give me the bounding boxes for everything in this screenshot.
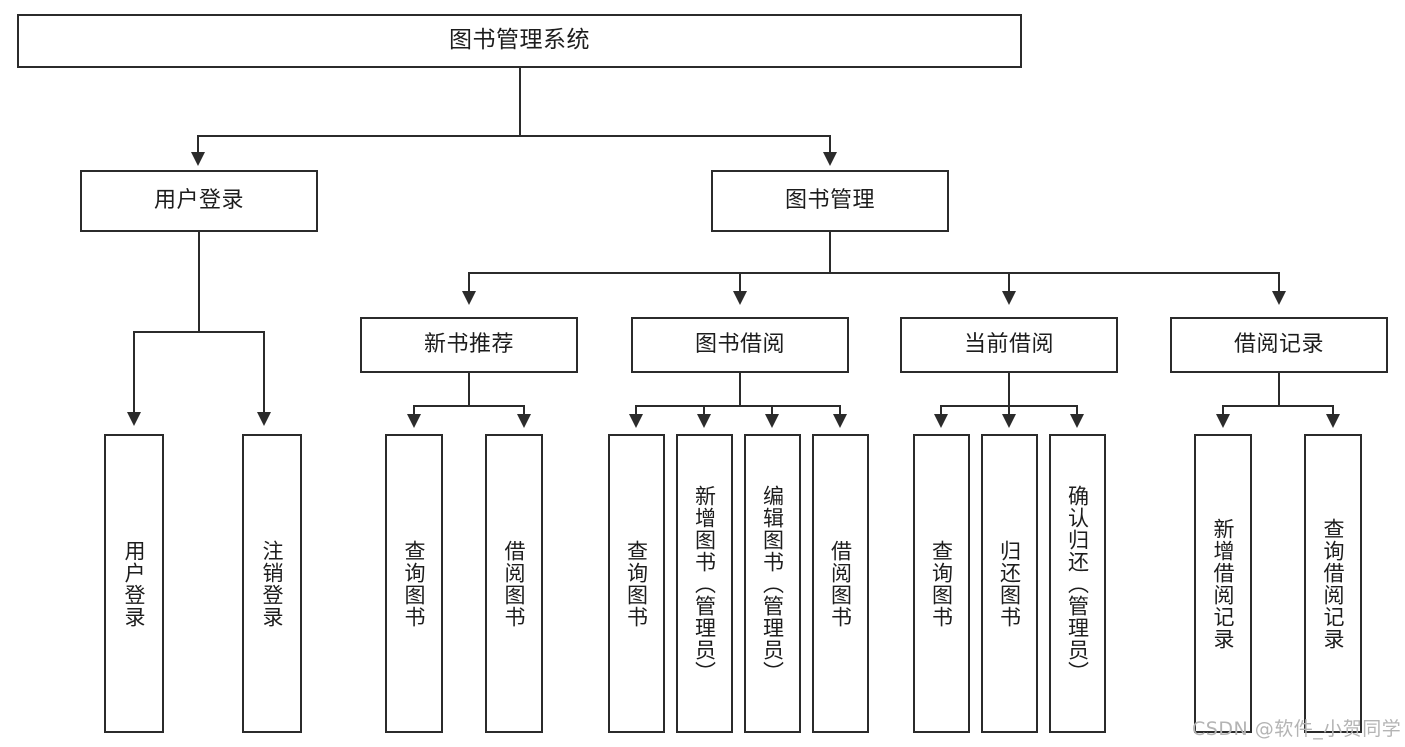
connector-user-login-bus bbox=[133, 331, 265, 333]
connector-br-stem bbox=[1278, 373, 1280, 406]
connector-l3-drop-1 bbox=[468, 272, 470, 294]
node-label: 当前借阅 bbox=[963, 332, 1054, 358]
connector-bb-drop-2 bbox=[703, 405, 705, 417]
leaf-cb-confirm-return-admin[interactable]: 确认归还（管理员） bbox=[1049, 434, 1106, 733]
node-label: 图书管理系统 bbox=[449, 27, 590, 54]
connector-bb-drop-1 bbox=[635, 405, 637, 417]
node-label: 借阅记录 bbox=[1233, 332, 1324, 358]
node-label: 图书管理 bbox=[784, 188, 875, 214]
arrow-to-leaf-user-login bbox=[127, 412, 141, 426]
connector-root-drop-left bbox=[197, 135, 199, 155]
connector-nbr-bus bbox=[413, 405, 525, 407]
arrow-to-bb-leaf-2 bbox=[697, 414, 711, 428]
connector-br-drop-2 bbox=[1332, 405, 1334, 417]
arrow-to-cb-leaf-2 bbox=[1002, 414, 1016, 428]
connector-bb-drop-3 bbox=[771, 405, 773, 417]
connector-l3-drop-2 bbox=[739, 272, 741, 294]
leaf-bb-query-book[interactable]: 查询图书 bbox=[608, 434, 665, 733]
node-label: 查询图书 bbox=[402, 539, 427, 628]
arrow-to-cb-leaf-1 bbox=[934, 414, 948, 428]
connector-l3-drop-4 bbox=[1278, 272, 1280, 294]
leaf-br-query-record[interactable]: 查询借阅记录 bbox=[1304, 434, 1362, 733]
connector-br-drop-1 bbox=[1222, 405, 1224, 417]
connector-bb-bus bbox=[635, 405, 841, 407]
connector-nbr-drop-1 bbox=[413, 405, 415, 417]
node-label: 借阅图书 bbox=[502, 539, 527, 628]
connector-cb-stem bbox=[1008, 373, 1010, 406]
connector-user-login-drop-1 bbox=[133, 331, 135, 415]
arrow-to-bb-leaf-4 bbox=[833, 414, 847, 428]
leaf-cb-return-book[interactable]: 归还图书 bbox=[981, 434, 1038, 733]
connector-nbr-drop-2 bbox=[523, 405, 525, 417]
connector-cb-drop-2 bbox=[1008, 405, 1010, 417]
connector-br-bus bbox=[1222, 405, 1334, 407]
node-label: 确认归还（管理员） bbox=[1065, 484, 1090, 683]
node-label: 新增图书（管理员） bbox=[692, 484, 717, 683]
connector-book-manage-bus bbox=[468, 272, 1280, 274]
connector-nbr-stem bbox=[468, 373, 470, 406]
arrow-to-bb-leaf-3 bbox=[765, 414, 779, 428]
connector-root-bus bbox=[197, 135, 831, 137]
leaf-cb-query-book[interactable]: 查询图书 bbox=[913, 434, 970, 733]
node-book-manage[interactable]: 图书管理 bbox=[711, 170, 949, 232]
connector-root-stem bbox=[519, 68, 521, 136]
leaf-br-add-record[interactable]: 新增借阅记录 bbox=[1194, 434, 1252, 733]
leaf-nbr-borrow-book[interactable]: 借阅图书 bbox=[485, 434, 543, 733]
arrow-to-leaf-logout bbox=[257, 412, 271, 426]
node-label: 查询图书 bbox=[624, 539, 649, 628]
leaf-bb-add-book-admin[interactable]: 新增图书（管理员） bbox=[676, 434, 733, 733]
node-label: 查询图书 bbox=[929, 539, 954, 628]
connector-user-login-stem bbox=[198, 232, 200, 332]
arrow-to-br-leaf-1 bbox=[1216, 414, 1230, 428]
arrow-to-nbr-leaf-1 bbox=[407, 414, 421, 428]
leaf-nbr-query-book[interactable]: 查询图书 bbox=[385, 434, 443, 733]
connector-cb-drop-1 bbox=[940, 405, 942, 417]
connector-root-drop-right bbox=[829, 135, 831, 155]
leaf-logout[interactable]: 注销登录 bbox=[242, 434, 302, 733]
arrow-to-current-borrow bbox=[1002, 291, 1016, 305]
arrow-to-borrow-record bbox=[1272, 291, 1286, 305]
arrow-to-book-borrow bbox=[733, 291, 747, 305]
node-new-book-recommend[interactable]: 新书推荐 bbox=[360, 317, 578, 373]
connector-book-manage-stem bbox=[829, 232, 831, 273]
node-current-borrow[interactable]: 当前借阅 bbox=[900, 317, 1118, 373]
node-book-borrow[interactable]: 图书借阅 bbox=[631, 317, 849, 373]
node-user-login[interactable]: 用户登录 bbox=[80, 170, 318, 232]
connector-bb-stem bbox=[739, 373, 741, 406]
arrow-to-book-manage bbox=[823, 152, 837, 166]
leaf-bb-borrow-book[interactable]: 借阅图书 bbox=[812, 434, 869, 733]
arrow-to-user-login bbox=[191, 152, 205, 166]
node-root-system[interactable]: 图书管理系统 bbox=[17, 14, 1022, 68]
node-label: 新增借阅记录 bbox=[1211, 517, 1236, 650]
leaf-user-login[interactable]: 用户登录 bbox=[104, 434, 164, 733]
node-label: 注销登录 bbox=[260, 539, 285, 628]
node-label: 用户登录 bbox=[153, 188, 244, 214]
leaf-bb-edit-book-admin[interactable]: 编辑图书（管理员） bbox=[744, 434, 801, 733]
arrow-to-bb-leaf-1 bbox=[629, 414, 643, 428]
connector-bb-drop-4 bbox=[839, 405, 841, 417]
node-borrow-record[interactable]: 借阅记录 bbox=[1170, 317, 1388, 373]
connector-cb-drop-3 bbox=[1076, 405, 1078, 417]
arrow-to-new-book-recommend bbox=[462, 291, 476, 305]
node-label: 归还图书 bbox=[997, 539, 1022, 628]
arrow-to-cb-leaf-3 bbox=[1070, 414, 1084, 428]
connector-user-login-drop-2 bbox=[263, 331, 265, 415]
node-label: 编辑图书（管理员） bbox=[760, 484, 785, 683]
node-label: 新书推荐 bbox=[423, 332, 514, 358]
node-label: 借阅图书 bbox=[828, 539, 853, 628]
node-label: 图书借阅 bbox=[694, 332, 785, 358]
node-label: 用户登录 bbox=[122, 539, 147, 628]
arrow-to-br-leaf-2 bbox=[1326, 414, 1340, 428]
connector-l3-drop-3 bbox=[1008, 272, 1010, 294]
arrow-to-nbr-leaf-2 bbox=[517, 414, 531, 428]
node-label: 查询借阅记录 bbox=[1321, 517, 1346, 650]
